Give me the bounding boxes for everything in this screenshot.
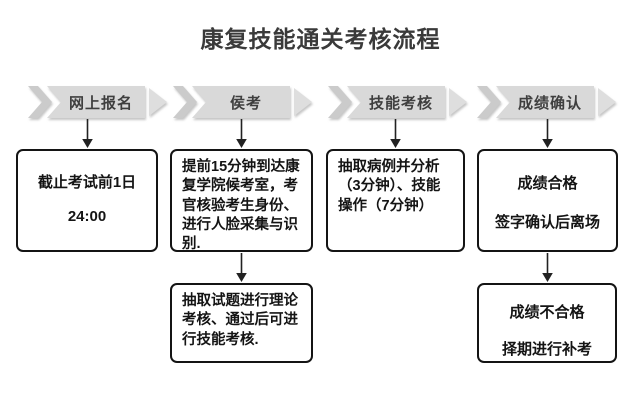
chevron-band-icon — [173, 86, 197, 118]
box-text: 抽取病例并分析（3分钟）、技能操作（7分钟） — [338, 159, 441, 214]
step-header-online-registration: 网上报名 — [28, 86, 168, 118]
chevron-band-icon — [328, 86, 352, 118]
down-arrow-icon — [81, 119, 94, 148]
box-text: 提前15分钟到达康复学院候考室，考官核验考生身份、进行人脸采集与识别. — [182, 159, 300, 253]
box-text: 抽取试题进行理论考核、通过后可进行技能考核. — [182, 293, 298, 348]
box-line: 24:00 — [67, 208, 107, 225]
down-arrow-icon — [235, 253, 248, 282]
info-box-score-pass: 成绩合格 签字确认后离场 — [477, 149, 618, 252]
chevron-tip-icon — [449, 88, 467, 116]
info-box-waiting-room: 提前15分钟到达康复学院候考室，考官核验考生身份、进行人脸采集与识别. — [170, 149, 313, 252]
down-arrow-icon — [389, 119, 402, 148]
chevron-body — [47, 86, 145, 118]
chevron-band-icon — [28, 86, 52, 118]
chevron-tip-icon — [149, 88, 167, 116]
box-line: 签字确认后离场 — [494, 214, 600, 231]
chevron-arrow-icon — [477, 86, 616, 118]
info-box-registration-deadline: 截止考试前1日 24:00 — [16, 149, 158, 252]
step-header-label: 成绩确认 — [517, 94, 582, 112]
down-arrow-icon — [235, 119, 248, 148]
step-header-label: 侯考 — [229, 94, 262, 112]
step-header-waiting: 侯考 — [173, 86, 313, 118]
step-header-skill-assessment: 技能考核 — [328, 86, 468, 118]
chevron-body — [347, 86, 445, 118]
info-box-skill-exam-content: 抽取病例并分析（3分钟）、技能操作（7分钟） — [326, 149, 465, 252]
page-title: 康复技能通关考核流程 — [200, 27, 441, 52]
chevron-band-icon — [477, 86, 501, 118]
chevron-arrow-icon — [28, 86, 167, 118]
info-box-score-fail: 成绩不合格 择期进行补考 — [477, 283, 617, 363]
chevron-arrow-icon — [328, 86, 467, 118]
down-arrow-icon — [541, 119, 554, 148]
box-line: 截止考试前1日 — [37, 174, 137, 191]
step-header-label: 网上报名 — [68, 94, 133, 112]
step-header-label: 技能考核 — [368, 94, 433, 112]
box-line: 成绩不合格 — [509, 304, 585, 321]
chevron-arrow-icon — [173, 86, 312, 118]
down-arrow-icon — [541, 253, 554, 282]
chevron-tip-icon — [294, 88, 312, 116]
chevron-body — [192, 86, 290, 118]
chevron-body — [496, 86, 594, 118]
box-line: 择期进行补考 — [501, 341, 592, 358]
box-line: 成绩合格 — [517, 175, 578, 192]
step-header-score-confirmation: 成绩确认 — [477, 86, 617, 118]
info-box-theory-exam: 抽取试题进行理论考核、通过后可进行技能考核. — [170, 283, 313, 363]
chevron-tip-icon — [598, 88, 616, 116]
